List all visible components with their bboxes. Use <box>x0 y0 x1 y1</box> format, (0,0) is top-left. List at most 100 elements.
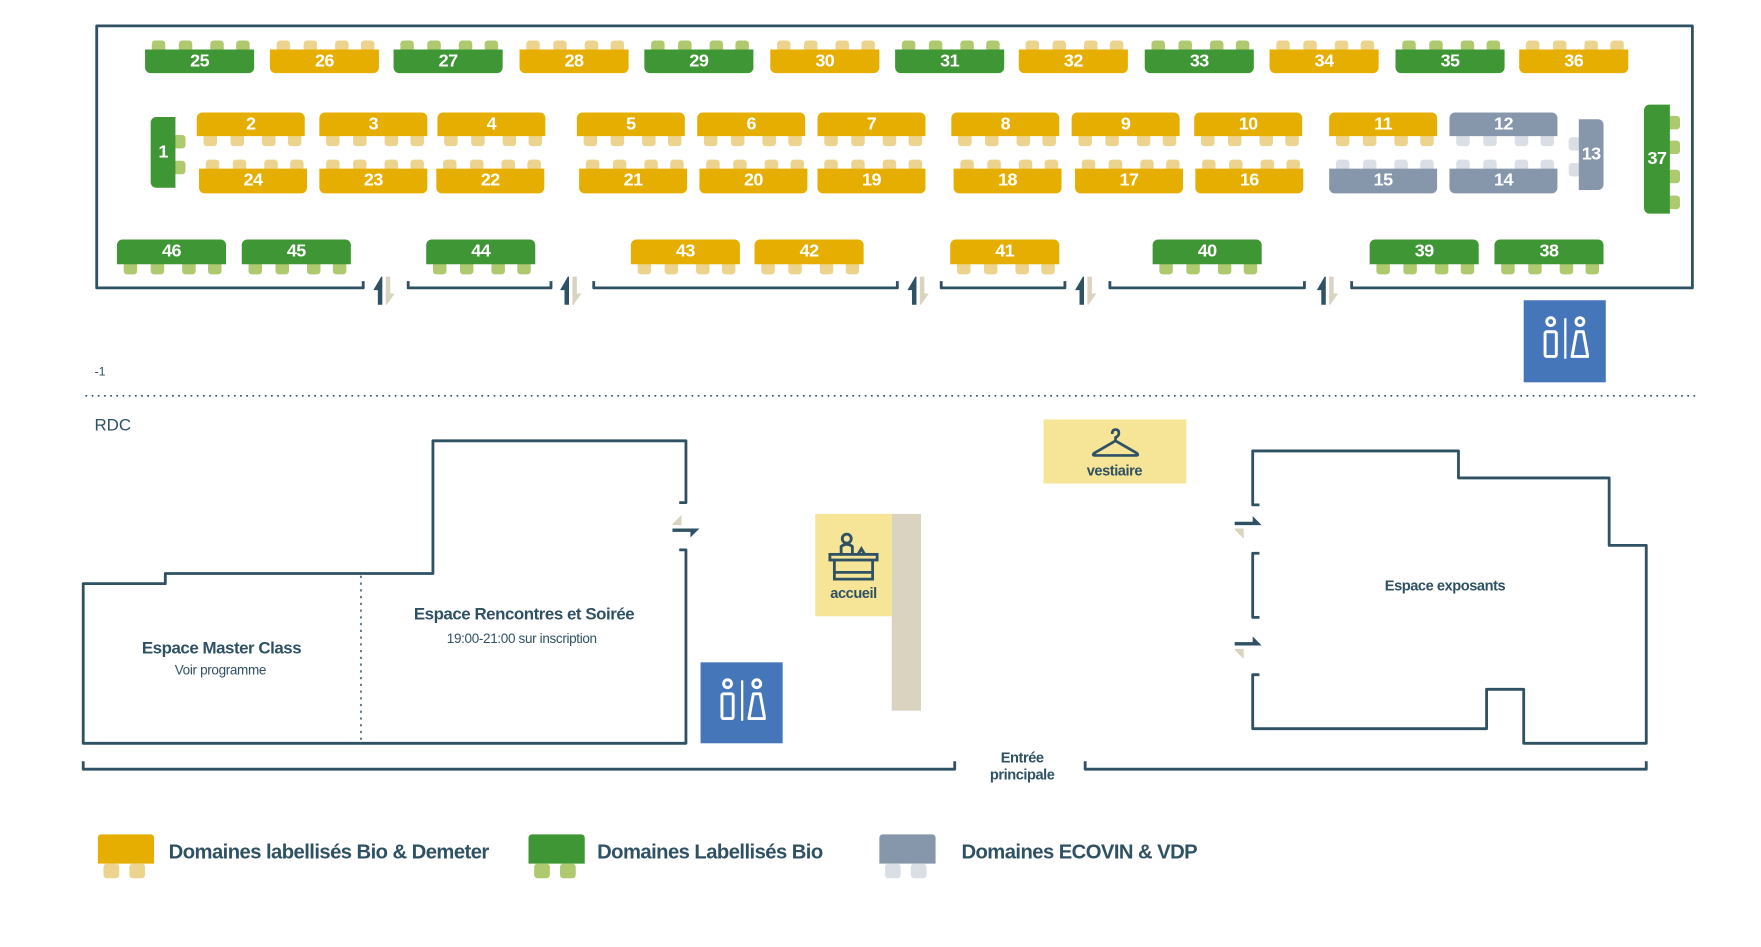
stairs-up-down-icon[interactable] <box>372 273 397 307</box>
exhibitor-table[interactable]: 37 <box>1644 104 1670 214</box>
exhibitor-table[interactable]: 21 <box>579 168 688 194</box>
exhibitor-table[interactable]: 23 <box>319 168 428 194</box>
exhibitor-table[interactable]: 10 <box>1194 112 1303 137</box>
chair <box>1227 133 1242 147</box>
chair <box>664 262 679 275</box>
chair <box>583 133 597 147</box>
legend-chair <box>910 863 927 879</box>
exhibitor-table[interactable]: 16 <box>1195 168 1304 194</box>
exhibitor-table[interactable]: 35 <box>1395 49 1505 74</box>
exhibitor-table[interactable]: 32 <box>1018 49 1128 74</box>
chair <box>1559 262 1574 275</box>
table-number: 42 <box>799 241 819 261</box>
exhibitor-table[interactable]: 40 <box>1152 239 1262 265</box>
exhibitor-table[interactable]: 7 <box>817 112 926 137</box>
exhibitor-table[interactable]: 26 <box>269 49 379 74</box>
door-in-out-icon[interactable] <box>1232 514 1263 541</box>
chair <box>1514 133 1528 147</box>
cloakroom-area[interactable]: vestiaire <box>1043 419 1187 484</box>
exhibitor-table[interactable]: 33 <box>1144 49 1254 74</box>
exhibitor-table[interactable]: 22 <box>436 168 545 194</box>
exhibitor-table[interactable]: 19 <box>817 168 926 194</box>
chair <box>960 159 974 171</box>
exhibitor-table[interactable]: 38 <box>1494 239 1604 265</box>
exhibitor-table[interactable]: 8 <box>951 112 1060 137</box>
chair <box>928 40 943 52</box>
exhibitor-table[interactable]: 39 <box>1369 239 1479 265</box>
exhibitor-table[interactable]: 5 <box>576 112 685 137</box>
chair <box>823 159 838 171</box>
exhibitor-table[interactable]: 13 <box>1578 119 1604 191</box>
exhibitor-table[interactable]: 1 <box>150 116 176 188</box>
exhibitor-table[interactable]: 3 <box>319 112 428 137</box>
exhibitor-table[interactable]: 28 <box>519 49 629 74</box>
restroom-lower[interactable] <box>1523 300 1606 383</box>
chair <box>208 262 223 275</box>
chair <box>667 133 682 147</box>
exhibitor-table[interactable]: 14 <box>1449 168 1558 194</box>
exhibitor-table[interactable]: 44 <box>426 239 536 265</box>
exhibitor-table[interactable]: 36 <box>1519 49 1629 74</box>
chair <box>1284 133 1299 147</box>
chair <box>1553 40 1567 52</box>
exhibitor-table[interactable]: 9 <box>1071 112 1180 137</box>
exhibitor-table[interactable]: 34 <box>1269 49 1379 74</box>
exhibitor-table[interactable]: 45 <box>241 239 351 265</box>
chair <box>1455 159 1470 171</box>
table-number: 2 <box>246 114 256 134</box>
chair <box>790 159 804 171</box>
stairs-up-down-icon[interactable] <box>1074 273 1099 307</box>
exhibitor-table[interactable]: 31 <box>895 49 1005 74</box>
door-in-out-icon[interactable] <box>1232 634 1263 661</box>
exhibitor-table[interactable]: 42 <box>754 239 864 265</box>
exhibitor-table[interactable]: 43 <box>630 239 740 265</box>
exhibitor-table[interactable]: 11 <box>1329 112 1438 137</box>
table-number: 38 <box>1539 241 1559 261</box>
reception-area[interactable]: accueil <box>815 513 892 617</box>
lower-level-wall <box>592 281 899 290</box>
entrance-bracket <box>81 761 957 771</box>
chair <box>761 262 775 275</box>
chair <box>1200 133 1215 147</box>
chair <box>1460 40 1475 52</box>
chair <box>1362 133 1377 147</box>
exhibitor-table[interactable]: 25 <box>145 49 255 74</box>
exhibitor-table[interactable]: 15 <box>1329 168 1438 194</box>
exhibitor-table[interactable]: 20 <box>699 168 808 194</box>
chair <box>761 133 776 147</box>
exhibitor-table[interactable]: 17 <box>1075 168 1183 194</box>
exhibitor-table[interactable]: 6 <box>697 112 806 137</box>
chair <box>1025 40 1039 52</box>
door-in-out-icon[interactable] <box>670 513 701 540</box>
chair <box>1244 262 1258 275</box>
table-number: 10 <box>1238 114 1258 134</box>
chair <box>612 159 627 171</box>
exhibitor-table[interactable]: 18 <box>953 168 1062 194</box>
stairs-up-down-icon[interactable] <box>906 273 931 307</box>
exhibitor-table[interactable]: 4 <box>437 112 546 137</box>
chair <box>984 262 998 275</box>
stairs-up-down-icon[interactable] <box>559 273 584 307</box>
exhibitor-table[interactable]: 41 <box>950 239 1060 265</box>
chair <box>307 262 321 275</box>
exhibitor-table[interactable]: 30 <box>770 49 880 74</box>
chair <box>861 40 876 52</box>
exhibitor-table[interactable]: 27 <box>393 49 503 74</box>
restroom-ground[interactable] <box>700 662 783 744</box>
chair <box>957 133 972 147</box>
chair <box>333 262 347 275</box>
chair <box>722 262 736 275</box>
exhibitor-table[interactable]: 24 <box>199 168 307 194</box>
stairs-up-down-icon[interactable] <box>1316 273 1341 307</box>
exhibitor-table[interactable]: 12 <box>1449 112 1558 137</box>
chair <box>787 133 802 147</box>
chair <box>986 40 1001 52</box>
table-number: 1 <box>158 142 168 162</box>
exhibitor-table[interactable]: 29 <box>644 49 754 74</box>
exhibitor-table[interactable]: 46 <box>116 239 227 265</box>
reception-desk-icon <box>828 532 879 581</box>
exhibitor-table[interactable]: 2 <box>196 112 305 137</box>
chair <box>819 262 834 275</box>
table-number: 28 <box>564 51 584 71</box>
